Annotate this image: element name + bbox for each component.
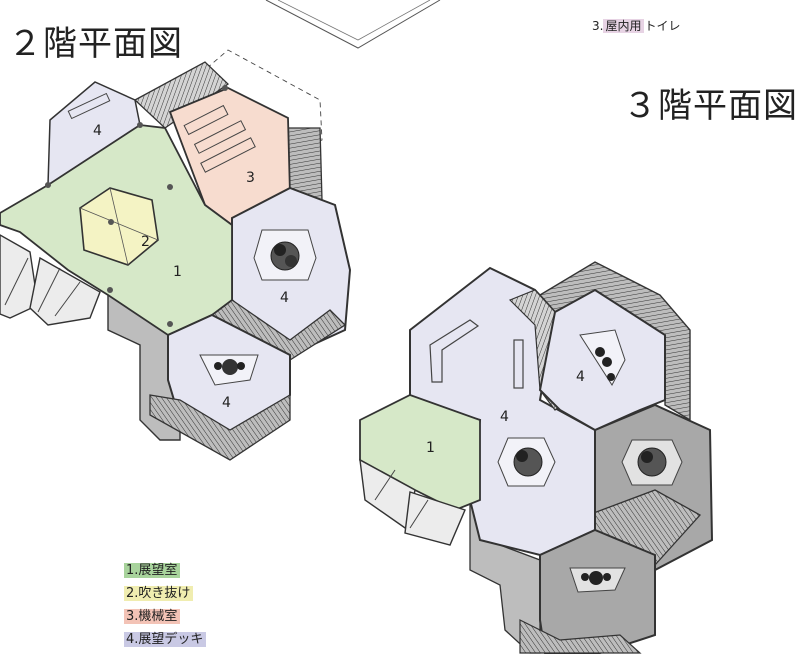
floor2-plan: 4 3 2 1 4 4 — [0, 49, 352, 461]
legend-label: 展望室 — [138, 563, 178, 578]
legend-label: 吹き抜け — [138, 586, 191, 601]
f2-label-2: 2 — [141, 234, 150, 250]
room-legend: 1.展望室 2.吹き抜け 3.機械室 4.展望デッキ — [124, 562, 207, 654]
legend-number: 2. — [126, 586, 139, 601]
floor-plans-drawing: 4 3 2 1 4 4 — [0, 0, 714, 654]
f2-label-4b: 4 — [280, 290, 289, 306]
f3-tree-icon-right — [637, 447, 667, 477]
legend-number: 1. — [126, 563, 139, 578]
f3-label-4-main: 4 — [500, 409, 509, 425]
top-legend-number: 3. — [592, 19, 604, 33]
legend-label: 機械室 — [138, 609, 178, 624]
f2-label-1: 1 — [173, 264, 182, 280]
legend-item: 1.展望室 — [124, 562, 206, 585]
f2-tree-icon — [270, 241, 300, 271]
top-legend-item: 3.屋内用トイレ — [592, 17, 680, 34]
legend-label: 展望デッキ — [138, 632, 204, 647]
f3-label-4-inner: 4 — [576, 369, 585, 385]
f2-label-3: 3 — [246, 170, 255, 186]
legend-item: 3.機械室 — [124, 608, 206, 631]
floor2-plan-title: ２階平面図 — [8, 24, 183, 64]
f3-label-1: 1 — [426, 440, 435, 456]
legend-item: 2.吹き抜け — [124, 585, 206, 608]
top-legend-highlight: 屋内用 — [603, 19, 645, 33]
f2-stair-bottom — [149, 393, 291, 461]
f2-planter-icon — [222, 359, 238, 375]
floor3-plan-title: ３階平面図 — [623, 86, 798, 126]
upper-hexagon-outline — [265, 0, 441, 49]
legend-item: 4.展望デッキ — [124, 631, 207, 654]
legend-number: 3. — [126, 609, 139, 624]
f2-label-4c: 4 — [222, 395, 231, 411]
top-legend-plain: トイレ — [644, 19, 681, 33]
legend-number: 4. — [126, 632, 139, 647]
f2-label-4a: 4 — [93, 123, 102, 139]
f2-stair-top — [133, 61, 230, 129]
f3-hex-bottom — [539, 528, 656, 654]
floor3-plan: 4 4 1 — [359, 261, 714, 654]
